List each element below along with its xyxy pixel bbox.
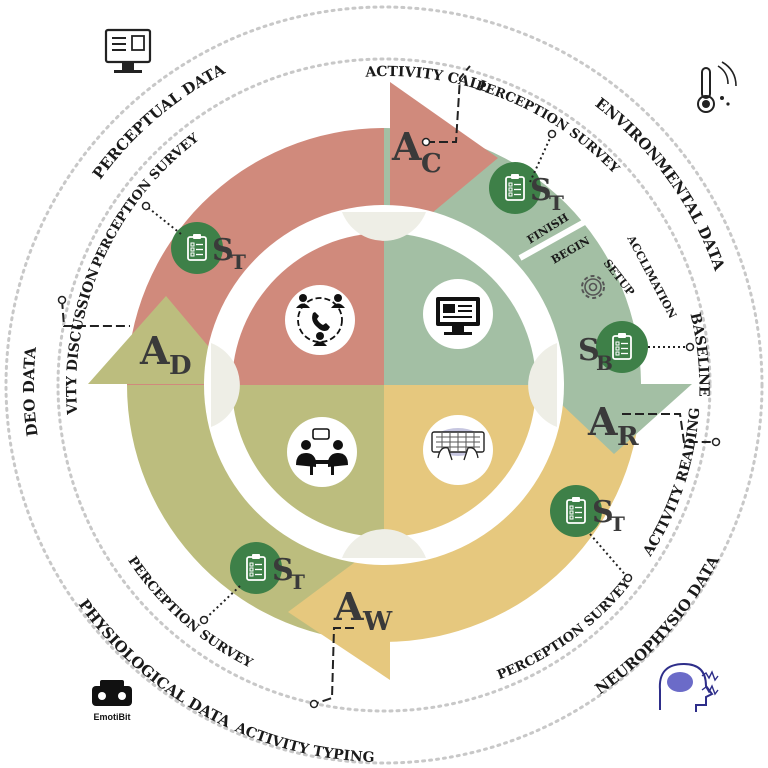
arrow-label-typing: A W [333, 584, 393, 637]
connector-activity-reading [622, 413, 716, 443]
reading-hub-icon [423, 279, 493, 349]
phone-icon [312, 312, 330, 331]
svg-text:C: C [421, 149, 442, 179]
survey-badge-bottom-right [550, 485, 602, 537]
call-segment [127, 128, 384, 385]
survey-badge-top [489, 162, 541, 214]
connector-activity-call [426, 65, 471, 143]
typing-arrow-head [288, 536, 390, 680]
hub-quadrants [232, 233, 536, 537]
survey-badge-bottom-left [230, 542, 282, 594]
phase-separator [518, 207, 608, 261]
connector-activity-discussion [61, 299, 130, 327]
svg-text:S: S [592, 495, 614, 530]
emotibit-logo-text: EmotiBit [94, 712, 131, 722]
label-activity-discussion: ACTIVITY DISCUSSION [0, 8, 113, 421]
connector-survey-bottom-right [589, 533, 629, 579]
label-environmental-data: ENVIRONMENTAL DATA [592, 94, 729, 273]
arrow-label-reading: A R [587, 399, 639, 452]
survey-mark-bottom-right: S T [592, 495, 625, 536]
svg-text:S: S [578, 333, 600, 368]
gear-icon [581, 275, 605, 299]
typing-segment [384, 385, 641, 642]
survey-mark-baseline: S B [578, 333, 613, 375]
reading-arrow-head [540, 384, 692, 454]
discussion-hub-icon [287, 417, 357, 487]
call-hub-icon [285, 285, 355, 355]
survey-mark-top-left: S T [212, 233, 246, 274]
svg-text:A: A [391, 124, 422, 169]
svg-text:R: R [617, 422, 639, 452]
arrow-label-call: A C [391, 124, 442, 179]
emotibit-device-icon: EmotiBit [92, 680, 132, 722]
hub-bumps [211, 212, 557, 558]
connector-survey-bottom-left [203, 585, 241, 621]
label-video-data: VIDEO DATA [0, 37, 52, 442]
connector-activity-typing [313, 627, 354, 705]
svg-text:S: S [212, 233, 234, 268]
call-arrow-head [390, 82, 498, 248]
survey-mark-top: S T [530, 173, 564, 215]
discussion-arrow-head [88, 296, 240, 384]
svg-text:T: T [290, 570, 305, 594]
svg-text:T: T [231, 250, 246, 274]
phase-acclimation: ACCLIMATION [624, 232, 679, 320]
computer-form-icon [104, 28, 152, 73]
svg-text:T: T [549, 191, 564, 215]
connectors [57, 65, 721, 709]
svg-text:W: W [362, 607, 393, 637]
arrow-label-discussion: A D [139, 328, 192, 381]
svg-text:A: A [139, 328, 170, 373]
svg-text:A: A [333, 584, 364, 629]
svg-text:T: T [610, 512, 625, 536]
connector-survey-top-left [145, 205, 182, 235]
survey-mark-bottom-left: S T [272, 553, 305, 594]
outer-dotted-ring [4, 5, 764, 765]
svg-text:S: S [530, 173, 552, 208]
inner-dotted-ring [56, 57, 712, 713]
svg-text:A: A [587, 399, 618, 444]
discussion-segment [127, 385, 384, 642]
label-physiological-data: PHYSIOLOGICAL DATA [75, 596, 234, 732]
brain-head-icon [658, 662, 719, 712]
survey-badge-top-left [171, 222, 223, 274]
connector-survey-top [529, 133, 553, 183]
thermometer-icon [697, 61, 737, 113]
svg-text:B: B [596, 351, 613, 375]
label-activity-call: ACTIVITY CALL [364, 64, 491, 96]
typing-hub-icon [423, 415, 493, 485]
svg-text:D: D [169, 351, 192, 381]
svg-text:S: S [272, 553, 294, 588]
label-activity-typing: ACTIVITY TYPING [232, 719, 375, 766]
survey-badge-baseline [596, 321, 648, 373]
